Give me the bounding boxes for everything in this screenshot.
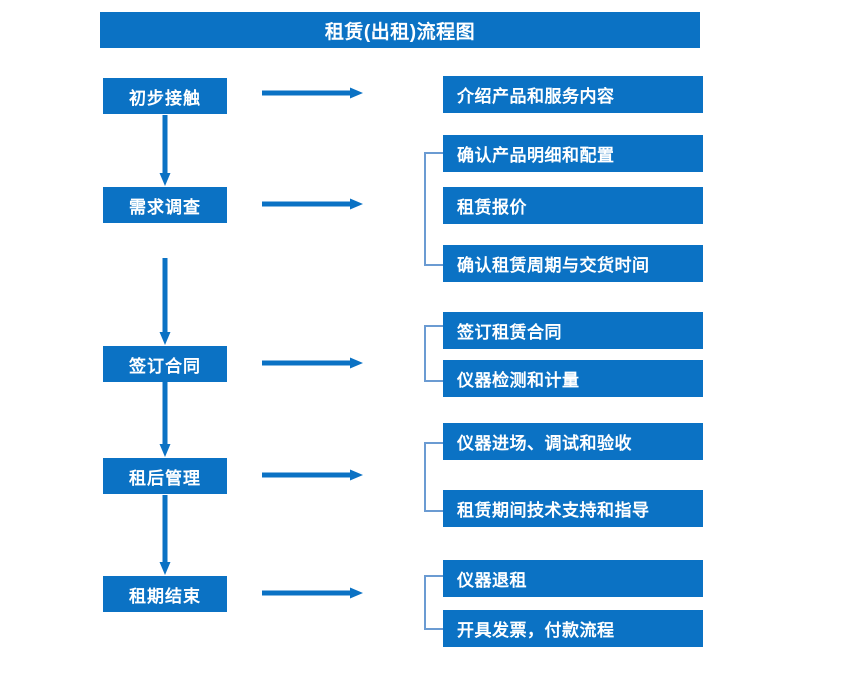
down-arrow-icon-2-to-3 xyxy=(159,258,171,345)
detail-box-3-1[interactable]: 签订租赁合同 xyxy=(443,312,703,349)
right-arrow-icon-stage-1 xyxy=(262,87,363,99)
right-arrow-icon-stage-5 xyxy=(262,587,363,599)
detail-box-2-2[interactable]: 租赁报价 xyxy=(443,187,703,224)
group-bracket-icon-stage-2 xyxy=(424,152,443,266)
stage-box-2[interactable]: 需求调查 xyxy=(103,187,227,223)
detail-box-1-1[interactable]: 介绍产品和服务内容 xyxy=(443,76,703,113)
detail-box-5-2[interactable]: 开具发票，付款流程 xyxy=(443,610,703,647)
right-arrow-icon-stage-3 xyxy=(262,357,363,369)
detail-box-4-1[interactable]: 仪器进场、调试和验收 xyxy=(443,423,703,460)
stage-box-4[interactable]: 租后管理 xyxy=(103,458,227,494)
right-arrow-icon-stage-4 xyxy=(262,469,363,481)
detail-box-2-3[interactable]: 确认租赁周期与交货时间 xyxy=(443,245,703,282)
page-title: 租赁(出租)流程图 xyxy=(100,12,700,48)
down-arrow-icon-3-to-4 xyxy=(159,382,171,457)
stage-box-3[interactable]: 签订合同 xyxy=(103,346,227,382)
group-bracket-icon-stage-5 xyxy=(424,575,443,630)
detail-box-4-2[interactable]: 租赁期间技术支持和指导 xyxy=(443,490,703,527)
right-arrow-icon-stage-2 xyxy=(262,198,363,210)
detail-box-2-1[interactable]: 确认产品明细和配置 xyxy=(443,135,703,172)
group-bracket-icon-stage-4 xyxy=(424,442,443,512)
down-arrow-icon-4-to-5 xyxy=(159,495,171,575)
stage-box-1[interactable]: 初步接触 xyxy=(103,78,227,114)
down-arrow-icon-1-to-2 xyxy=(159,115,171,186)
stage-box-5[interactable]: 租期结束 xyxy=(103,576,227,612)
group-bracket-icon-stage-3 xyxy=(424,325,443,382)
detail-box-3-2[interactable]: 仪器检测和计量 xyxy=(443,360,703,397)
detail-box-5-1[interactable]: 仪器退租 xyxy=(443,560,703,597)
